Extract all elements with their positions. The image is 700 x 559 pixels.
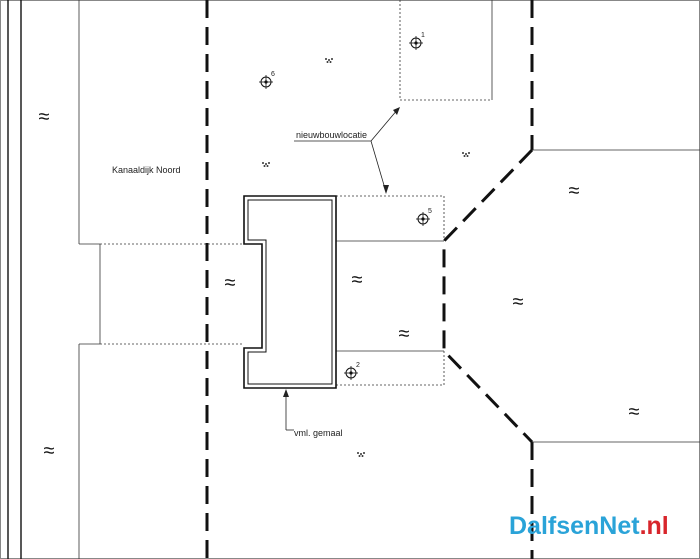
former-pump-building: [243, 195, 337, 389]
vegetation-marks: [262, 58, 470, 457]
survey-point-2: 2: [344, 362, 360, 380]
dalfsennet-watermark: DalfsenNet.nl: [509, 512, 669, 540]
parcel-lines: [78, 0, 493, 559]
survey-point-label: 6: [271, 71, 275, 78]
water-symbol: ≈: [399, 323, 410, 345]
survey-point-label: 1: [421, 32, 425, 39]
plan-boundary-dashed: [205, 0, 534, 559]
survey-point-label: 5: [428, 208, 432, 215]
street-label: Kanaaldijk Noord: [112, 165, 181, 175]
water-symbol: ≈: [352, 269, 363, 291]
leader-lines: [285, 108, 399, 430]
former-pump-label: vml. gemaal: [294, 428, 343, 438]
water-symbols: ≈ ≈ ≈ ≈ ≈ ≈ ≈ ≈: [39, 106, 640, 462]
leader-arrows: [283, 107, 400, 397]
water-symbol: ≈: [39, 106, 50, 128]
svg-text:DalfsenNet.nl: DalfsenNet.nl: [509, 512, 669, 540]
survey-point-1: 1: [409, 32, 425, 50]
watermark-name: DalfsenNet: [509, 512, 640, 540]
survey-point-label: 2: [356, 362, 360, 369]
watermark-tld: .nl: [640, 512, 669, 540]
survey-point-5: 5: [416, 208, 432, 226]
water-symbol: ≈: [513, 291, 524, 313]
right-parcel-lines: [532, 149, 700, 443]
water-symbol: ≈: [629, 401, 640, 423]
water-symbol: ≈: [225, 272, 236, 294]
survey-point-6: 6: [259, 71, 275, 89]
water-symbol: ≈: [44, 440, 55, 462]
water-symbol: ≈: [569, 180, 580, 202]
new-build-label: nieuwbouwlocatie: [296, 130, 367, 140]
dotted-lines: [100, 0, 492, 386]
